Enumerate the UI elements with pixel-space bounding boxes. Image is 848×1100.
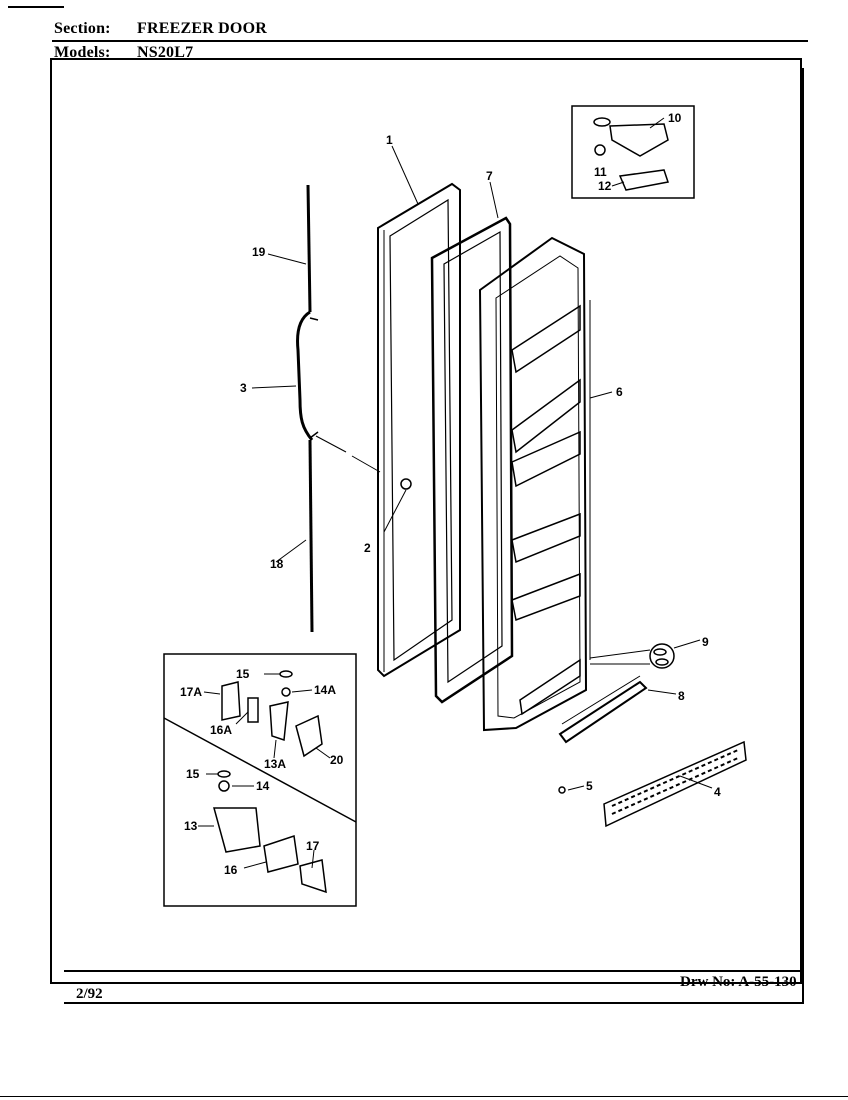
hinge-parts-inset-box bbox=[163, 653, 357, 907]
drawing-date: 2/92 bbox=[76, 986, 103, 1002]
callout-5: 5 bbox=[586, 779, 593, 793]
bottom-trim-part bbox=[558, 675, 648, 744]
callout-9: 9 bbox=[702, 635, 709, 649]
footer-rule bbox=[64, 970, 804, 972]
page-bottom-rule bbox=[0, 1096, 848, 1097]
cam-clip-part bbox=[589, 643, 675, 669]
callout-17: 17 bbox=[306, 839, 320, 853]
drawing-frame bbox=[50, 58, 802, 984]
callout-12: 12 bbox=[598, 179, 612, 193]
callout-13a: 13A bbox=[264, 757, 286, 771]
drawing-frame-shadow bbox=[64, 68, 804, 1004]
section-label: Section: bbox=[54, 20, 111, 37]
callout-16: 16 bbox=[224, 863, 238, 877]
callout-14: 14 bbox=[256, 779, 270, 793]
section-value: FREEZER DOOR bbox=[137, 20, 267, 37]
grille-part bbox=[603, 740, 747, 828]
header-divider bbox=[52, 40, 808, 42]
models-label: Models: bbox=[54, 44, 111, 61]
header-top-rule bbox=[8, 6, 64, 8]
callout-8: 8 bbox=[678, 689, 685, 703]
callout-1: 1 bbox=[386, 133, 393, 147]
callout-10: 10 bbox=[668, 111, 682, 125]
models-value: NS20L7 bbox=[137, 44, 194, 61]
callout-16a: 16A bbox=[210, 723, 232, 737]
callout-20: 20 bbox=[330, 753, 344, 767]
screw-5-part bbox=[558, 786, 566, 794]
door-liner-part bbox=[478, 236, 591, 732]
callout-15-top: 15 bbox=[236, 667, 250, 681]
callout-19: 19 bbox=[252, 245, 266, 259]
callout-2: 2 bbox=[364, 541, 371, 555]
callout-11: 11 bbox=[594, 165, 607, 179]
screw-part bbox=[383, 478, 412, 533]
callout-18: 18 bbox=[270, 557, 284, 571]
callout-7: 7 bbox=[486, 169, 493, 183]
outer-door-panel-part bbox=[377, 182, 461, 678]
callout-14a: 14A bbox=[314, 683, 336, 697]
door-gasket-part bbox=[430, 216, 514, 704]
callout-4: 4 bbox=[714, 785, 721, 799]
callout-15-bottom: 15 bbox=[186, 767, 200, 781]
callout-6: 6 bbox=[616, 385, 623, 399]
leader-lines bbox=[198, 117, 713, 869]
callout-17a: 17A bbox=[180, 685, 202, 699]
drawing-number: Drw No: A-55-130 bbox=[680, 974, 797, 990]
callout-3: 3 bbox=[240, 381, 247, 395]
callout-13: 13 bbox=[184, 819, 198, 833]
handle-part bbox=[296, 310, 381, 473]
handle-rod-part bbox=[306, 184, 314, 633]
